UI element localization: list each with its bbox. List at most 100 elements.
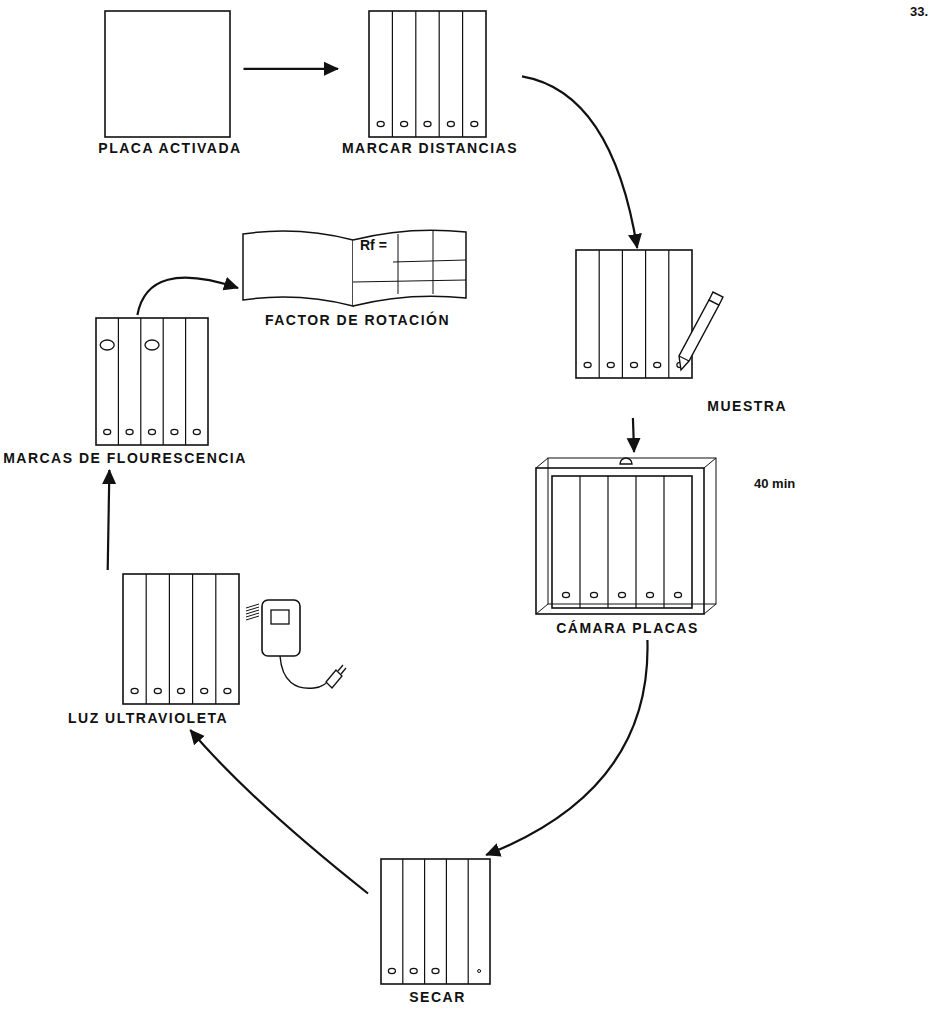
- flow-arrow: [486, 640, 647, 855]
- sample-dot: [584, 362, 591, 367]
- flow-arrow: [190, 730, 368, 894]
- process-step: MARCAS DE FLOURESCENCIA: [1, 315, 249, 470]
- fluorescent-spot: [100, 340, 114, 350]
- pencil-end: [709, 292, 723, 305]
- lane-line: [415, 11, 416, 137]
- lamp-cord: [280, 656, 330, 688]
- sample-dot: [631, 362, 638, 367]
- step-illustration: [238, 222, 473, 312]
- sample-dot: [424, 121, 431, 126]
- plate-outline: [381, 859, 490, 984]
- sample-dot: [126, 429, 133, 434]
- plate-outline: [96, 318, 208, 445]
- step-illustration: [368, 855, 503, 989]
- sample-dot: [410, 968, 417, 973]
- page-number: 33.: [910, 4, 928, 19]
- lane-line: [579, 476, 580, 608]
- lane-line: [169, 574, 170, 704]
- sample-dot: [675, 592, 682, 597]
- sample-dot: [224, 688, 231, 693]
- process-step: FACTOR DE ROTACIÓN: [238, 222, 477, 332]
- lane-line: [635, 476, 636, 608]
- sample-dot: [471, 121, 478, 126]
- lane-line: [607, 476, 608, 608]
- flow-arrow: [137, 278, 238, 315]
- sample-dot: [591, 592, 598, 597]
- sample-dot: [149, 429, 156, 434]
- table-grid: [353, 231, 466, 294]
- lane-line: [446, 859, 447, 984]
- process-step: CÁMARA PLACAS: [528, 452, 727, 640]
- pencil-tip: [679, 356, 689, 361]
- lane-line: [468, 859, 469, 984]
- step-label: MARCAS DE FLOURESCENCIA: [1, 450, 249, 470]
- chamber-back: [548, 458, 716, 604]
- lane-line: [185, 318, 186, 445]
- lane-line: [146, 574, 147, 704]
- chamber-front: [536, 468, 704, 614]
- fluorescent-spot: [145, 340, 159, 350]
- sample-dot: [388, 968, 395, 973]
- flow-arrow: [244, 68, 339, 70]
- lane-line: [599, 250, 600, 378]
- process-step: LUZ ULTRAVIOLETA: [58, 570, 352, 730]
- step-illustration: [528, 452, 723, 620]
- lane-line: [424, 859, 425, 984]
- sample-dot: [563, 592, 570, 597]
- flow-arrow: [522, 76, 637, 248]
- sample-dot: [104, 429, 111, 434]
- lane-line: [462, 11, 463, 137]
- lane-line: [392, 11, 393, 137]
- book-page: [353, 230, 466, 306]
- sample-dot: [447, 121, 454, 126]
- formula-text: Rf =: [360, 237, 387, 253]
- plate-outline: [552, 476, 692, 608]
- process-step: SECAR: [368, 855, 507, 1009]
- uv-lamp: [262, 600, 300, 656]
- lane-line: [645, 250, 646, 378]
- step-label: FACTOR DE ROTACIÓN: [238, 312, 477, 332]
- plate-outline: [105, 11, 230, 137]
- plate-outline: [576, 250, 692, 378]
- lane-line: [663, 476, 664, 608]
- step-illustration: [58, 570, 348, 710]
- plug: [326, 670, 342, 688]
- sample-dot: [171, 429, 178, 434]
- lane-line: [140, 318, 141, 445]
- sample-dot: [607, 362, 614, 367]
- time-note: 40 min: [754, 476, 795, 491]
- sample-dot: [154, 688, 161, 693]
- step-illustration: [338, 8, 518, 140]
- chamber-knob: [620, 458, 632, 464]
- lane-line: [668, 250, 669, 378]
- step-label: CÁMARA PLACAS: [528, 620, 727, 640]
- sample-dot: [619, 592, 626, 597]
- lane-line: [192, 574, 193, 704]
- lane-line: [215, 574, 216, 704]
- sample-dot: [178, 688, 185, 693]
- step-label: MARCAR DISTANCIAS: [338, 140, 522, 160]
- sample-dot: [377, 121, 384, 126]
- plate-outline: [123, 574, 239, 704]
- uv-ray: [246, 616, 259, 620]
- chamber-edge: [536, 458, 716, 614]
- process-step: MUESTRA: [573, 248, 787, 418]
- sample-dot: [201, 688, 208, 693]
- sample-dot: [654, 362, 661, 367]
- process-step: PLACA ACTIVADA: [97, 8, 244, 160]
- sample-dot: [478, 970, 481, 973]
- sample-dot: [647, 592, 654, 597]
- plate-outline: [369, 11, 486, 137]
- step-label: SECAR: [368, 989, 507, 1009]
- flow-arrow: [633, 418, 634, 452]
- sample-dot: [401, 121, 408, 126]
- step-illustration: [1, 315, 241, 450]
- flow-arrow: [108, 470, 110, 570]
- step-illustration: [573, 248, 783, 398]
- sample-dot: [131, 688, 138, 693]
- book-page: [243, 231, 353, 306]
- step-label: LUZ ULTRAVIOLETA: [58, 710, 352, 730]
- lamp-window: [271, 610, 289, 624]
- step-label: MUESTRA: [573, 398, 787, 418]
- lane-line: [622, 250, 623, 378]
